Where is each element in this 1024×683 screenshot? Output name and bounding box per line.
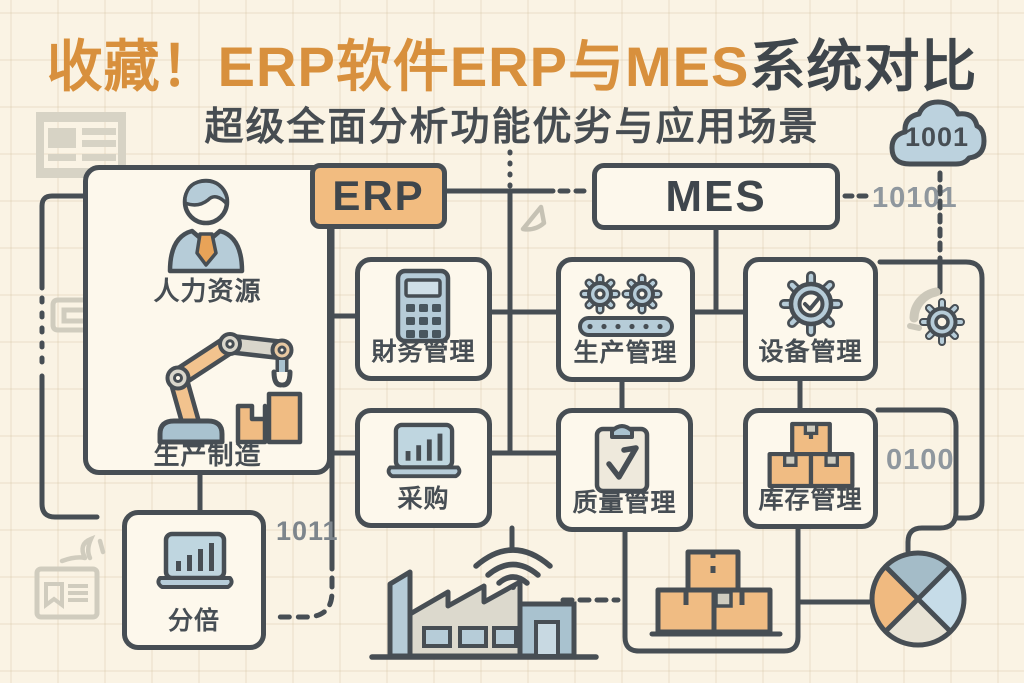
- hr-label: 人力资源: [153, 276, 262, 306]
- triangle-mark-icon: [520, 204, 547, 232]
- dashed-curve-to-distribution: [269, 557, 335, 620]
- binary-0100-label: 0100: [886, 444, 955, 476]
- page-title-rest: 系统对比: [749, 35, 978, 98]
- id-card-icon: [34, 566, 100, 620]
- production-mgmt-label: 生产管理: [573, 339, 678, 367]
- box-stack-icon: [649, 549, 783, 637]
- laptop-chart-icon: [156, 531, 234, 589]
- quality-mgmt-label: 质量管理: [572, 489, 677, 517]
- distribution-label: 分倍: [167, 607, 220, 635]
- binary-1011-label: 1011: [276, 516, 339, 546]
- binary-10101-label: 10101: [872, 182, 958, 214]
- right-inner-line: [875, 407, 959, 554]
- mes-title: MES: [665, 171, 767, 221]
- right-outer-line: [877, 259, 985, 521]
- table-icon: [36, 112, 126, 178]
- page-subtitle: 超级全面分析功能优劣与应用场景: [204, 106, 820, 149]
- laptop-chart-icon: [386, 422, 462, 479]
- factory-icon: [369, 569, 599, 660]
- clipboard-check-icon: [594, 424, 650, 494]
- erp-title-box: ERP: [310, 163, 447, 229]
- left-loop-top-line: [39, 193, 86, 291]
- scribble-icon: [59, 534, 106, 564]
- inventory-mgmt-label: 库存管理: [758, 486, 863, 514]
- wifi-icon: [473, 547, 553, 590]
- cloud-binary-label: 1001: [904, 122, 970, 152]
- person-icon: [167, 178, 245, 274]
- bracket-icon: [50, 297, 84, 333]
- gear-partial-icon: [907, 287, 965, 346]
- pie-chart-icon: [869, 550, 967, 648]
- left-loop-bottom-line: [39, 373, 100, 520]
- quality-inventory-u-line: [622, 526, 801, 654]
- inventory-boxes-icon: [767, 421, 855, 489]
- robot-arm-icon: [157, 332, 303, 445]
- page-title: 收藏！ERP软件ERP与MES系统对比: [0, 22, 1024, 103]
- page-title-highlight: 收藏！ERP软件ERP与MES: [46, 35, 750, 98]
- purchase-label: 采购: [397, 485, 450, 513]
- cloud-icon: [889, 99, 987, 167]
- gear-check-icon: [779, 271, 843, 337]
- equipment-mgmt-label: 设备管理: [758, 338, 863, 366]
- calculator-icon: [395, 268, 451, 344]
- erp-title: ERP: [332, 172, 425, 219]
- mes-title-box: MES: [592, 163, 840, 230]
- gears-conveyor-icon: [578, 273, 674, 337]
- manufacturing-label: 生产制造: [153, 440, 262, 470]
